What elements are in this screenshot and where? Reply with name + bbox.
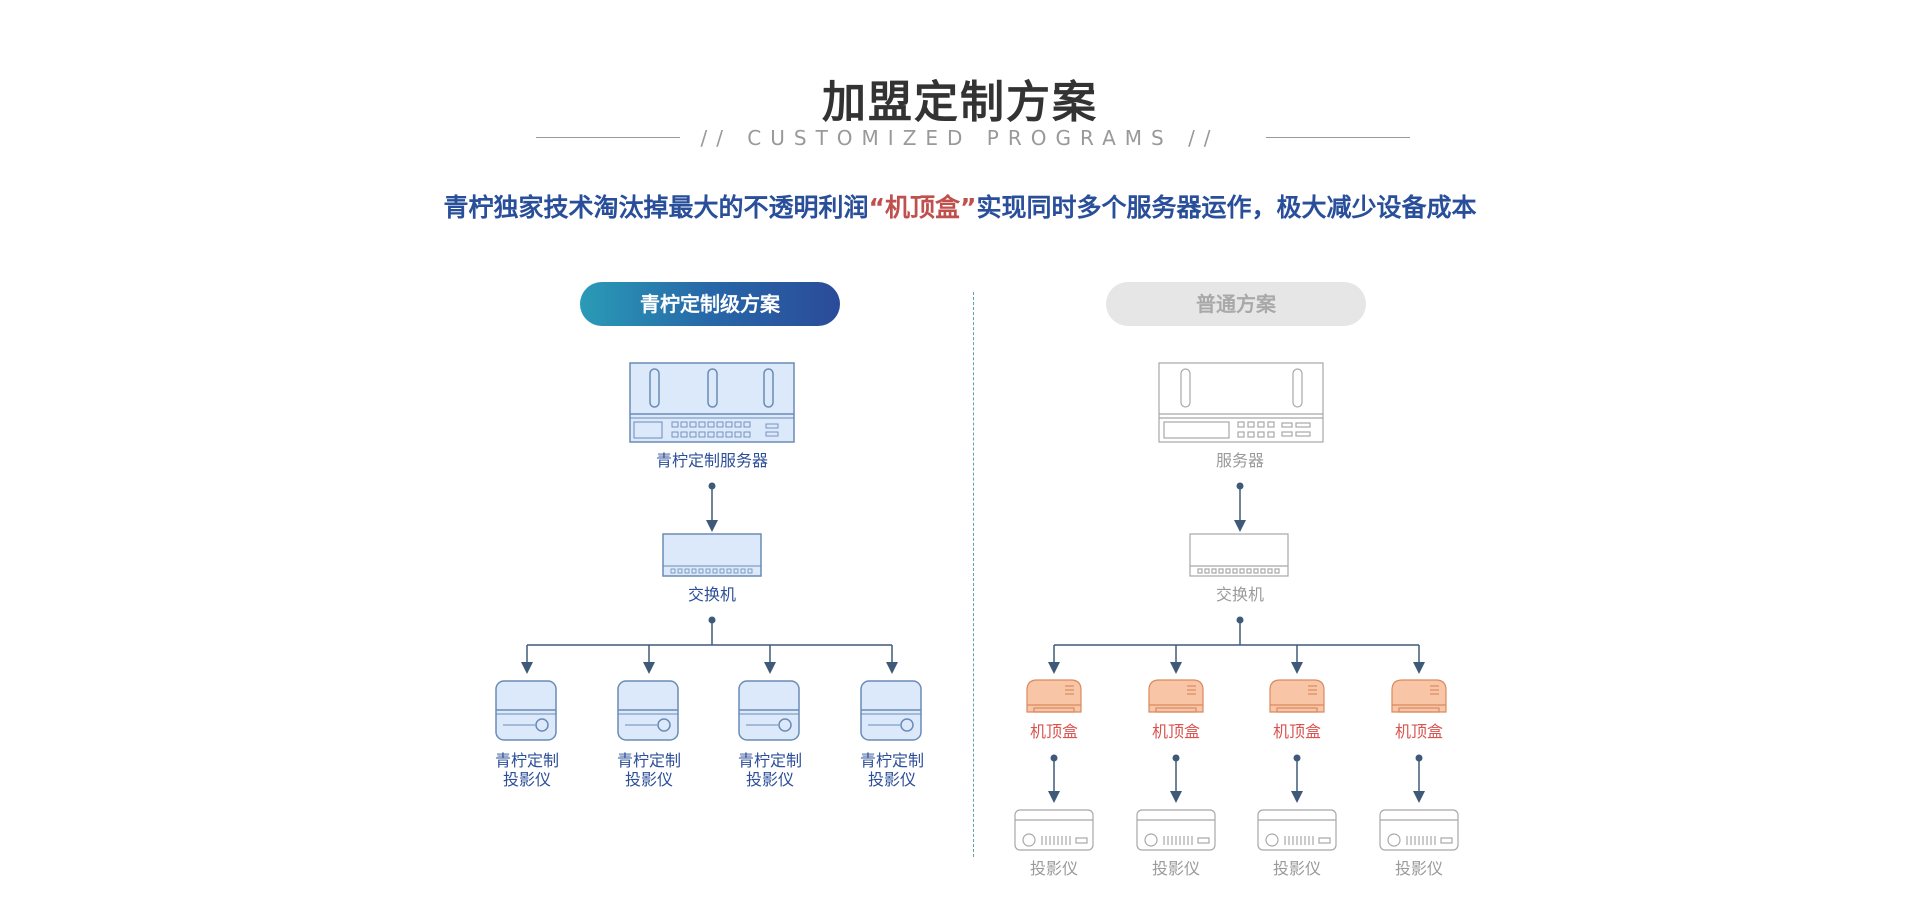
switch-label: 交换机 <box>1215 585 1264 604</box>
custom-projector-line2: 投影仪 <box>867 770 916 789</box>
custom-switch-label: 交换机 <box>687 585 736 604</box>
custom-projector-label-1: 青柠定制投影仪 <box>457 751 597 789</box>
custom-projector-line1: 青柠定制 <box>859 751 924 770</box>
custom-server-icon <box>629 362 795 443</box>
tagline: 青柠独家技术淘汰掉最大的不透明利润“机顶盒”实现同时多个服务器运作，极大减少设备… <box>0 188 1920 224</box>
custom-projector-line1: 青柠定制 <box>737 751 802 770</box>
custom-projector-line2: 投影仪 <box>624 770 673 789</box>
custom-projector-icon-3 <box>738 680 800 741</box>
settop-box-icon-4 <box>1391 679 1447 713</box>
projector-label-1: 投影仪 <box>1029 859 1078 878</box>
projector-label-4: 投影仪 <box>1394 859 1443 878</box>
custom-projector-icon-1 <box>495 680 557 741</box>
settop-box-icon-1 <box>1026 679 1082 713</box>
server-label: 服务器 <box>1215 451 1264 470</box>
custom-projector-label-4: 青柠定制投影仪 <box>822 751 962 789</box>
projector-icon-3 <box>1257 809 1337 851</box>
subtitle-left-rule <box>536 137 680 138</box>
projector-icon-2 <box>1136 809 1216 851</box>
settop-box-icon-2 <box>1148 679 1204 713</box>
normal-plan-pill: 普通方案 <box>1106 282 1366 326</box>
switch-icon <box>1189 533 1289 577</box>
custom-projector-line2: 投影仪 <box>745 770 794 789</box>
settop-label-2: 机顶盒 <box>1151 722 1200 741</box>
custom-projector-icon-4 <box>860 680 922 741</box>
subtitle: // CUSTOMIZED PROGRAMS // <box>700 126 1220 150</box>
projector-icon-1 <box>1014 809 1094 851</box>
custom-projector-line1: 青柠定制 <box>494 751 559 770</box>
projector-label-2: 投影仪 <box>1151 859 1200 878</box>
tagline-suffix: 实现同时多个服务器运作，极大减少设备成本 <box>976 193 1477 222</box>
tagline-highlight: “机顶盒” <box>868 193 977 222</box>
settop-label-1: 机顶盒 <box>1029 722 1078 741</box>
custom-projector-icon-2 <box>617 680 679 741</box>
subtitle-right-rule <box>1266 137 1410 138</box>
projector-label-3: 投影仪 <box>1272 859 1321 878</box>
settop-box-icon-3 <box>1269 679 1325 713</box>
custom-projector-line1: 青柠定制 <box>616 751 681 770</box>
column-divider <box>973 292 974 857</box>
server-icon <box>1158 362 1324 443</box>
custom-switch-icon <box>662 533 762 577</box>
tagline-prefix: 青柠独家技术淘汰掉最大的不透明利润 <box>443 193 869 222</box>
settop-label-3: 机顶盒 <box>1272 722 1321 741</box>
custom-projector-label-2: 青柠定制投影仪 <box>579 751 719 789</box>
page-title: 加盟定制方案 <box>822 77 1098 128</box>
custom-projector-label-3: 青柠定制投影仪 <box>700 751 840 789</box>
projector-icon-4 <box>1379 809 1459 851</box>
custom-server-label: 青柠定制服务器 <box>655 451 768 470</box>
settop-label-4: 机顶盒 <box>1394 722 1443 741</box>
custom-projector-line2: 投影仪 <box>502 770 551 789</box>
custom-plan-pill: 青柠定制级方案 <box>580 282 840 326</box>
